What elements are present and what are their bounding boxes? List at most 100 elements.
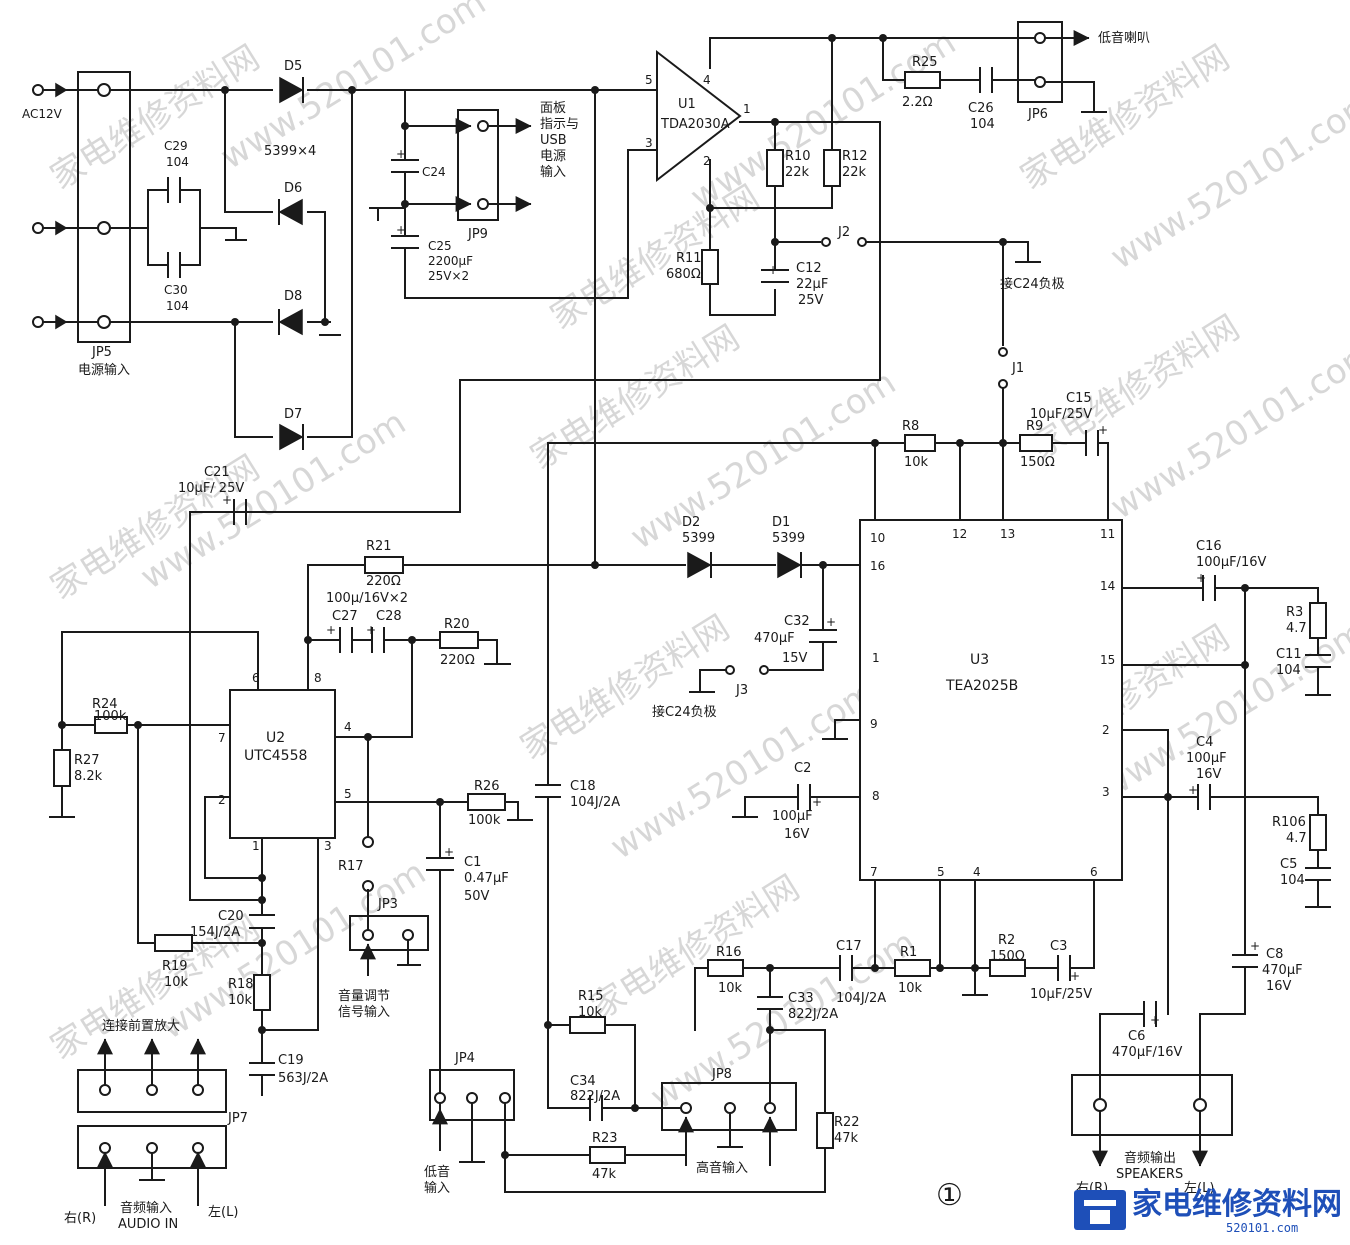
r20-ref: R20 <box>444 617 470 632</box>
c3-ref: C3 <box>1050 939 1067 954</box>
svg-text:+: + <box>1150 1013 1160 1027</box>
diodes-label: 5399×4 <box>264 144 316 159</box>
svg-text:1: 1 <box>252 839 260 853</box>
c32-value: 470μF <box>754 631 795 646</box>
r2-ref: R2 <box>998 933 1015 948</box>
watermark-text: 家电维修资料网 <box>544 178 767 338</box>
diode-d7 <box>279 423 304 451</box>
c33-ref: C33 <box>788 991 814 1006</box>
r25-ref: R25 <box>912 55 938 70</box>
svg-text:2: 2 <box>1102 723 1110 737</box>
r19-value: 10k <box>164 975 189 990</box>
svg-text:+: + <box>1098 423 1108 437</box>
r10-ref: R10 <box>785 149 811 164</box>
jp7-bottom-en: AUDIO IN <box>118 1217 178 1232</box>
speakers-title: 音频输出 <box>1124 1150 1176 1166</box>
ac12v-label: AC12V <box>22 107 63 121</box>
svg-text:4: 4 <box>973 865 981 879</box>
svg-text:16: 16 <box>870 559 885 573</box>
c4-value: 100μF <box>1186 751 1227 766</box>
r26-value: 100k <box>468 813 501 828</box>
r10-value: 22k <box>785 165 810 180</box>
svg-text:5: 5 <box>645 73 653 87</box>
logo-sub: 520101.com <box>1226 1221 1298 1235</box>
jp3-ref: JP3 <box>377 897 398 912</box>
c2-value: 100μF <box>772 809 813 824</box>
svg-text:15: 15 <box>1100 653 1115 667</box>
u2-part: UTC4558 <box>244 748 307 764</box>
u3-part: TEA2025B <box>945 678 1018 694</box>
r24-value: 100k <box>94 709 127 724</box>
svg-text:+: + <box>1188 783 1198 797</box>
c2-voltage: 16V <box>784 827 810 842</box>
r11-value: 680Ω <box>666 267 701 282</box>
speakers-left: 左(L) <box>1184 1181 1214 1196</box>
r22-ref: R22 <box>834 1115 860 1130</box>
c32-voltage: 15V <box>782 651 808 666</box>
svg-text:4: 4 <box>703 73 711 87</box>
c27c28-value: 100μ/16V×2 <box>326 591 408 606</box>
r106-ref: R106 <box>1272 815 1306 830</box>
r9-ref: R9 <box>1026 419 1043 434</box>
c24-ref: C24 <box>422 165 446 179</box>
c11-value: 104 <box>1276 663 1301 678</box>
jp5-title: 电源输入 <box>78 362 130 378</box>
c19-value: 563J/2A <box>278 1071 328 1086</box>
u3-ref: U3 <box>970 652 989 668</box>
c32-ref: C32 <box>784 614 810 629</box>
jp3-connector <box>349 915 429 951</box>
svg-text:10: 10 <box>870 531 885 545</box>
c6-value: 470μF/16V <box>1112 1045 1182 1060</box>
r15-ref: R15 <box>578 989 604 1004</box>
d8-label: D8 <box>284 289 302 304</box>
r20-value: 220Ω <box>440 653 475 668</box>
diode-d6 <box>278 198 303 226</box>
c29-value: 104 <box>166 155 189 169</box>
r19-ref: R19 <box>162 959 188 974</box>
c17-value: 104J/2A <box>836 991 886 1006</box>
c5-value: 104 <box>1280 873 1305 888</box>
c25-voltage: 25V×2 <box>428 269 469 283</box>
u1-part: TDA2030A <box>660 117 730 132</box>
u1-ref: U1 <box>678 97 696 112</box>
c4-ref: C4 <box>1196 735 1213 750</box>
svg-text:13: 13 <box>1000 527 1015 541</box>
c16-value: 100μF/16V <box>1196 555 1266 570</box>
speakers-title-en: SPEAKERS <box>1116 1167 1183 1182</box>
u1-amplifier-section: U1 TDA2030A 5 3 4 2 1 + R10 22k R12 <box>189 21 1150 901</box>
r1-ref: R1 <box>900 945 917 960</box>
c33-value: 822J/2A <box>788 1007 838 1022</box>
svg-text:3: 3 <box>1102 785 1110 799</box>
r1-value: 10k <box>898 981 923 996</box>
j3-note: 接C24负极 <box>652 704 717 720</box>
jp6-ref: JP6 <box>1027 107 1048 122</box>
logo-text: 家电维修资料网 <box>1132 1187 1342 1222</box>
c26-ref: C26 <box>968 101 994 116</box>
c19-ref: C19 <box>278 1053 304 1068</box>
power-supply-section: AC12V JP5 电源输入 D5 5399×4 D6 D8 D7 C29 10… <box>22 59 656 451</box>
r24-ref: R24 <box>92 697 118 712</box>
c30-ref: C30 <box>164 283 188 297</box>
j1-label: J1 <box>1011 361 1024 376</box>
c3-value: 10μF/25V <box>1030 987 1092 1002</box>
c21-ref: C21 <box>204 465 230 480</box>
c25-value: 2200μF <box>428 254 473 268</box>
c15-ref: C15 <box>1066 391 1092 406</box>
jp6-connector <box>1017 21 1063 103</box>
r12-value: 22k <box>842 165 867 180</box>
c25-ref: C25 <box>428 239 452 253</box>
u3-power-amp-section: U3 TEA2025B 10 12 13 11 16 1 9 8 7 5 4 6… <box>732 519 1331 1196</box>
r8-ref: R8 <box>902 419 919 434</box>
r18-ref: R18 <box>228 977 254 992</box>
c8-ref: C8 <box>1266 947 1283 962</box>
svg-text:6: 6 <box>252 671 260 685</box>
speakers-connector <box>1071 1074 1233 1136</box>
c21-value: 10μF/ 25V <box>178 481 244 496</box>
c1-ref: C1 <box>464 855 481 870</box>
r17-label: R17 <box>338 859 364 874</box>
j2-label: J2 <box>837 225 850 240</box>
jp3-note: 音量调节信号输入 <box>338 988 390 1020</box>
r27-ref: R27 <box>74 753 100 768</box>
